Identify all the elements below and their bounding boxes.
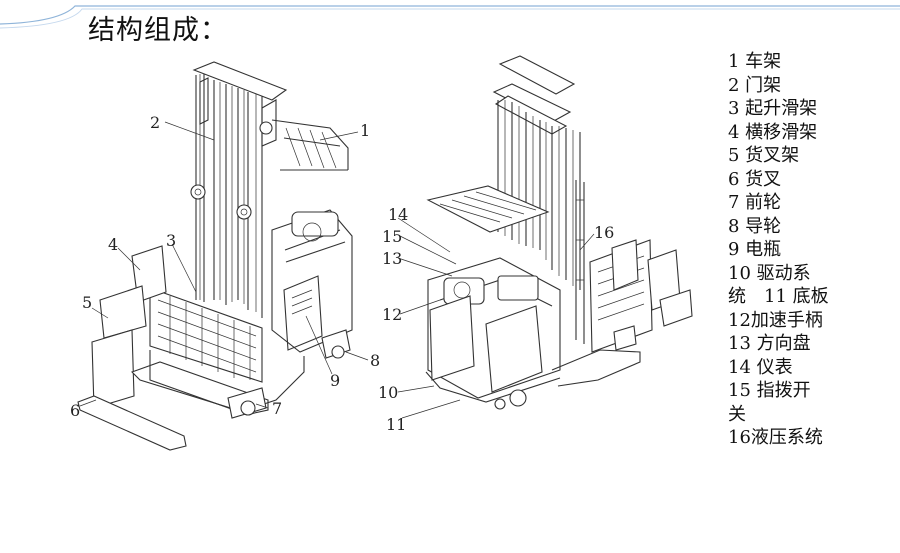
callout-12: 12 [382,305,402,324]
legend-item: 3 起升滑架 [728,98,818,119]
callout-8: 8 [370,351,380,370]
callout-9: 9 [330,371,340,390]
legend-item: 16液压系统 [728,427,823,448]
callout-11: 11 [386,415,406,434]
callout-13: 13 [382,249,402,268]
callout-4: 4 [108,235,118,254]
legend-item: 12加速手柄 [728,309,823,331]
legend-item: 6 货叉 [728,168,782,190]
legend-item: 13 方向盘 [728,333,811,354]
callout-10: 10 [378,383,398,402]
callout-leaders [79,121,595,419]
callout-labels: 1 2 3 4 5 6 7 8 9 10 11 12 13 14 15 16 [70,113,614,434]
legend-item: 10 驱动系 [728,262,811,284]
callout-3: 3 [166,231,176,250]
legend-item: 15 指拨开 [728,380,811,401]
callout-1: 1 [360,121,370,140]
left-forklift-illustration [77,61,353,451]
callout-7: 7 [272,399,282,418]
callout-2: 2 [150,113,160,132]
callout-15: 15 [382,227,402,246]
callout-6: 6 [70,401,80,420]
legend-item: 7 前轮 [728,192,782,213]
callout-5: 5 [82,293,92,312]
legend-item: 2 门架 [728,74,782,96]
legend-item: 5 货叉架 [728,145,800,166]
legend-item: 14 仪表 [728,356,793,378]
legend-item: 8 导轮 [728,215,782,237]
legend-item: 统 11 底板 [728,286,829,307]
header-rule [0,5,900,29]
legend-item: 9 电瓶 [728,239,782,260]
legend-item: 关 [728,403,746,425]
callout-16: 16 [594,223,614,242]
page-title: 结构组成： [88,15,228,46]
right-forklift-illustration [425,55,693,410]
callout-14: 14 [388,205,408,224]
legend-item: 1 车架 [728,51,782,72]
legend-item: 4 横移滑架 [728,121,818,143]
